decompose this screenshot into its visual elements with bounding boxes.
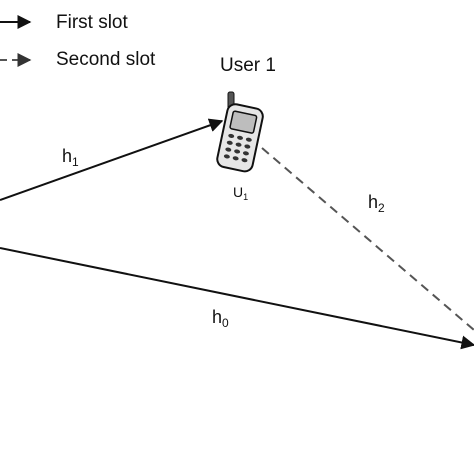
h1-label: h1 <box>62 146 79 169</box>
h1-arrow <box>0 118 224 201</box>
user-node-label: U1 <box>233 184 248 202</box>
user-title: User 1 <box>220 55 276 76</box>
h2-label: h2 <box>368 192 385 215</box>
legend: First slot Second slot <box>0 12 156 70</box>
h2-arrow <box>261 147 474 331</box>
legend-second-slot-label: Second slot <box>56 49 156 70</box>
legend-first-slot-label: First slot <box>56 12 129 33</box>
mobile-phone-icon <box>216 91 264 173</box>
h0-arrow <box>0 247 474 350</box>
h0-label: h0 <box>212 307 229 330</box>
